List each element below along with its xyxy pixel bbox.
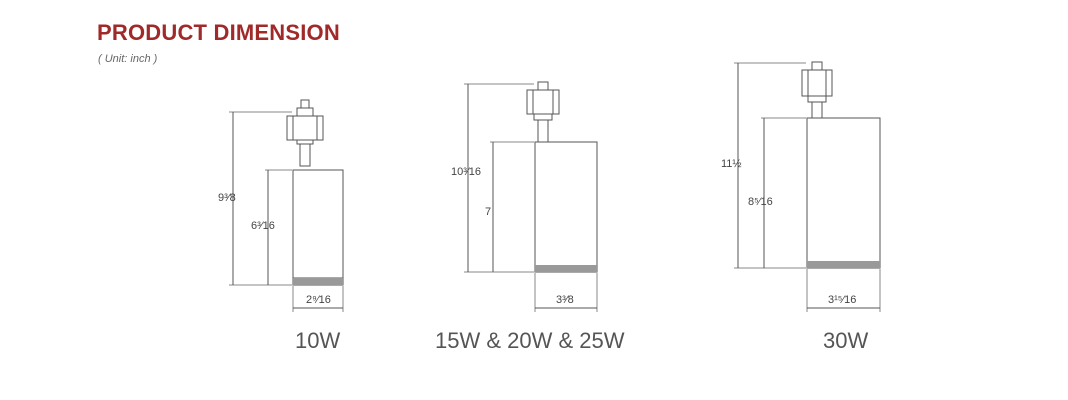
body-15w (534, 141, 598, 273)
stem (537, 119, 549, 143)
dim-body-height-15w: 7 (485, 206, 491, 218)
adapter-top (300, 99, 310, 109)
fixture-30w (734, 61, 881, 312)
model-label-15w: 15W & 20W & 25W (435, 328, 625, 353)
track-adapter (801, 69, 833, 97)
stem (299, 143, 311, 167)
dim-body-height-10w: 6³⁄16 (251, 220, 275, 232)
dim-body-height-30w: 8⁵⁄16 (748, 196, 773, 208)
fixture-10w (229, 99, 344, 312)
page-title: PRODUCT DIMENSION (97, 20, 340, 45)
body-10w (292, 169, 344, 286)
dim-total-height-15w: 10³⁄16 (451, 166, 481, 178)
dim-total-height-30w: 11½ (721, 158, 742, 170)
model-label-10w: 10W (295, 328, 341, 353)
dim-width-15w: 3³⁄8 (556, 294, 574, 306)
dim-total-height-10w: 9³⁄8 (218, 192, 236, 204)
dim-width-10w: 2⁹⁄16 (306, 294, 331, 306)
fixture-15w (464, 81, 598, 312)
track-adapter (286, 115, 324, 141)
stem (811, 101, 823, 119)
model-label-30w: 30W (823, 328, 869, 353)
unit-note: ( Unit: inch ) (98, 53, 158, 65)
body-30w (806, 117, 881, 269)
dim-width-30w: 3¹⁵⁄16 (828, 294, 856, 306)
track-adapter (526, 89, 560, 115)
